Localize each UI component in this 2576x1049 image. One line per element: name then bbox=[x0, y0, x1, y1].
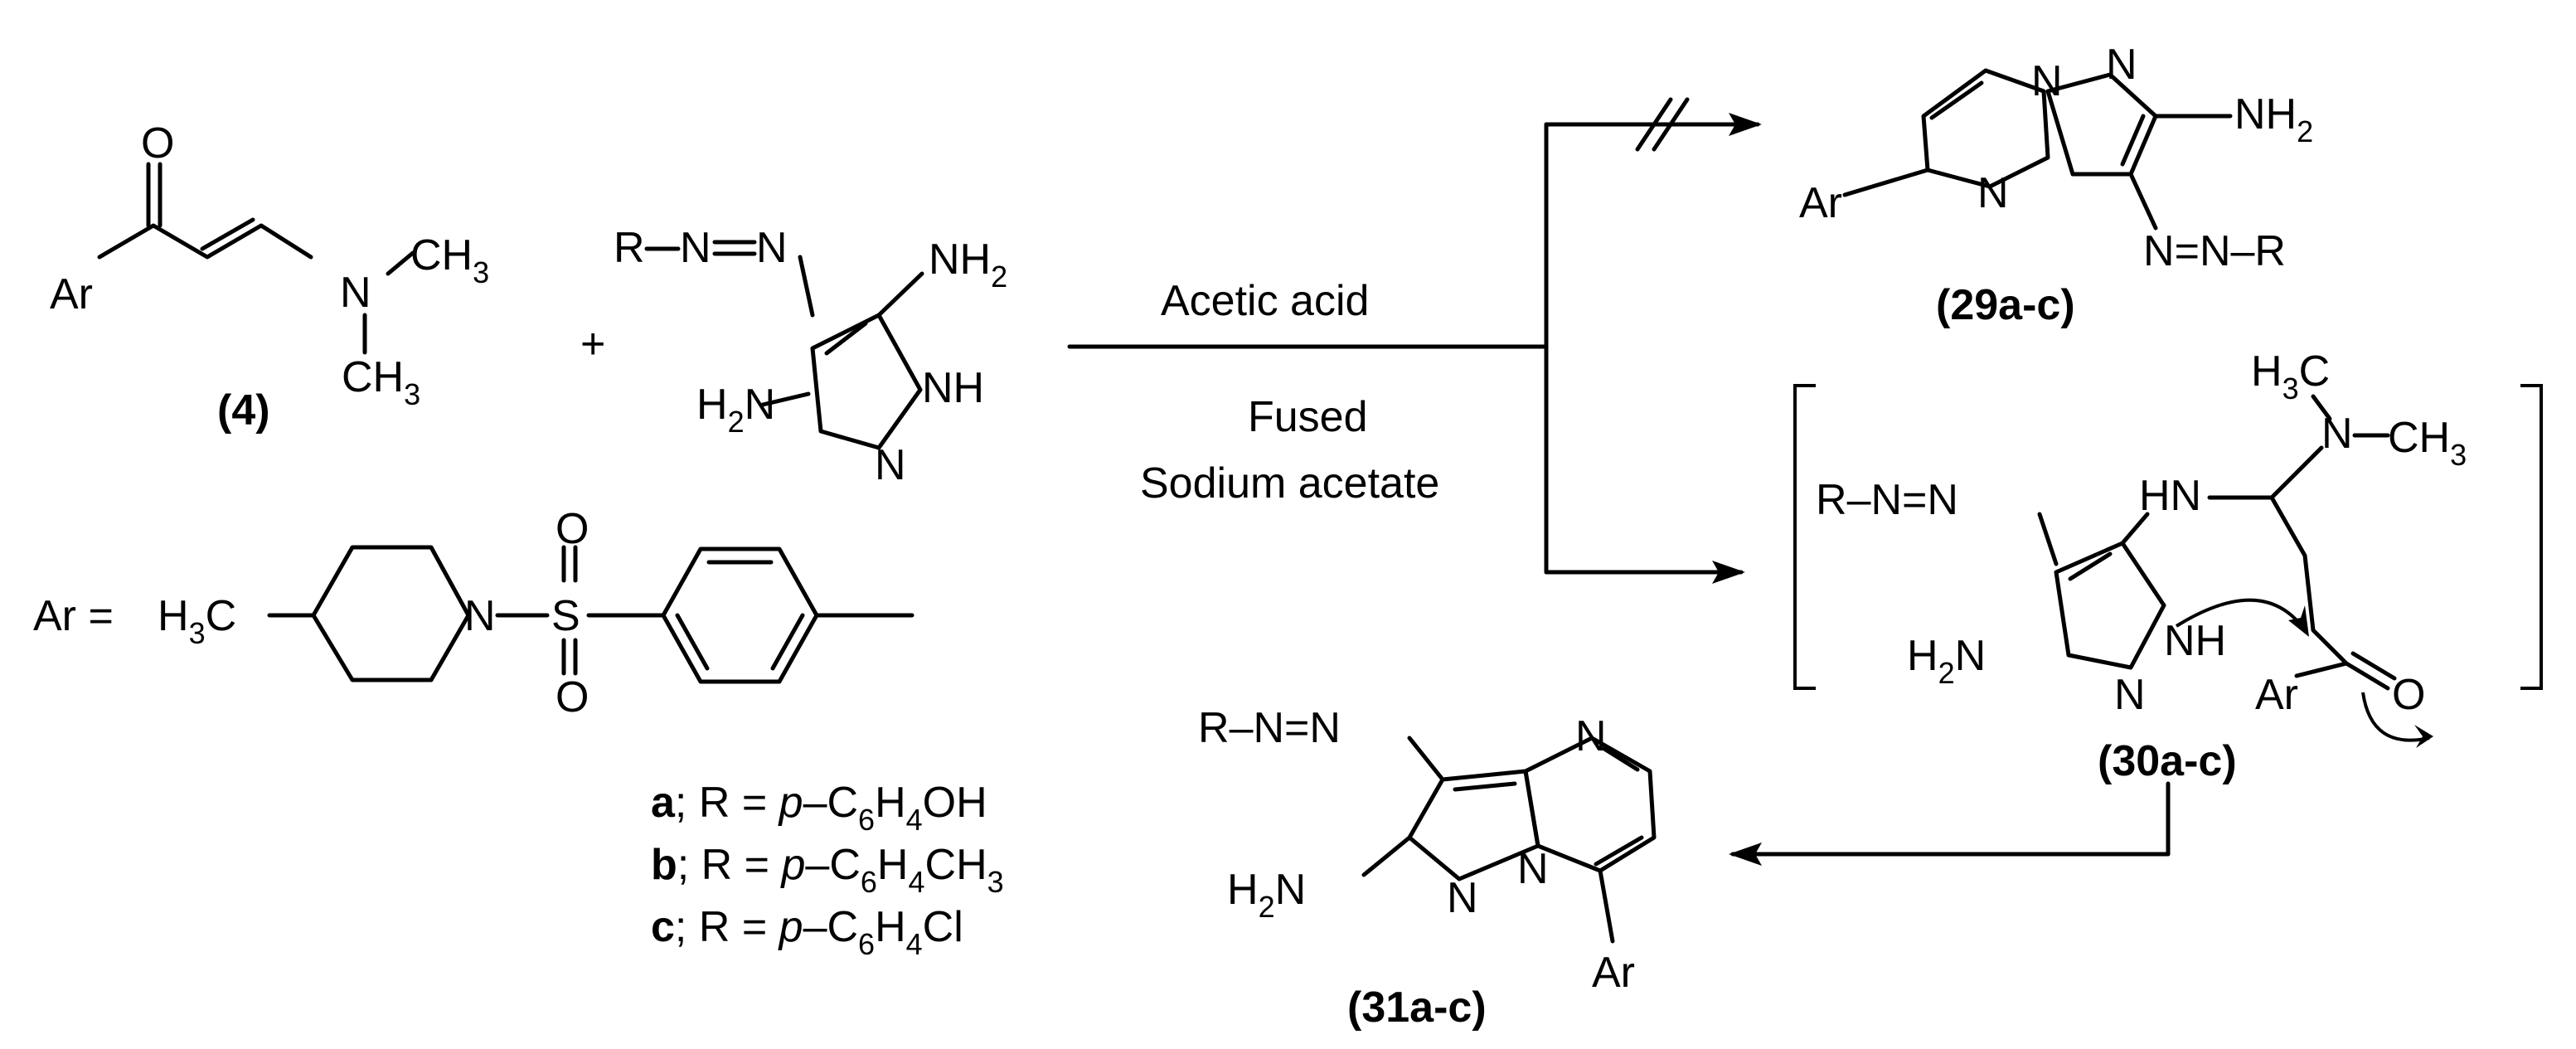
product-29-ring-n2: N bbox=[2106, 41, 2137, 89]
intermediate-30-methyl-top: H3C bbox=[2251, 347, 2330, 406]
r-definition-b: b; R = p–C6H4CH3 bbox=[651, 841, 1004, 899]
compound-30-label: (30a-c) bbox=[2098, 737, 2237, 785]
reaction-arrows bbox=[1067, 97, 2171, 866]
product-29-ring-n3: N bbox=[1977, 169, 2009, 217]
sulfonyl-sulfur: S bbox=[551, 592, 580, 640]
intermediate-30: R–N=N HN N H3C CH3 H2N NH N Ar O (30a-c) bbox=[1793, 347, 2543, 785]
r-definitions: a; R = p–C6H4OH b; R = p–C6H4CH3 c; R = … bbox=[651, 779, 1004, 961]
azo-r-group: R bbox=[614, 224, 645, 272]
intermediate-30-methyl-right: CH3 bbox=[2388, 414, 2467, 472]
product-29-ar: Ar bbox=[1799, 179, 1842, 227]
condition-reagent-line1: Fused bbox=[1248, 393, 1368, 441]
product-29: Ar N N N NH2 N=N–R (29a-c) bbox=[1799, 41, 2313, 329]
intermediate-30-nh2: H2N bbox=[1907, 632, 1986, 690]
carbonyl-arrowhead bbox=[2414, 725, 2433, 748]
product-31-ring-n2: N bbox=[1447, 874, 1478, 922]
ar-equals-label: Ar = bbox=[33, 592, 114, 640]
intermediate-30-ring-nh: NH bbox=[2164, 617, 2226, 665]
product-31-ring-n3: N bbox=[1517, 845, 1549, 893]
intermediate-30-ar: Ar bbox=[2255, 671, 2298, 719]
pyrazole-n: N bbox=[875, 441, 906, 489]
intermediate-30-ring-n: N bbox=[2114, 671, 2146, 719]
product-31-azo: R–N=N bbox=[1198, 704, 1341, 752]
intermediate-30-carbonyl-o: O bbox=[2392, 671, 2425, 719]
ar-group: Ar bbox=[50, 270, 93, 318]
methyl-group-lower: CH3 bbox=[342, 353, 420, 411]
methylpiperidine-methyl: H3C bbox=[158, 592, 236, 650]
intermediate-30-azo: R–N=N bbox=[1816, 476, 1958, 524]
blocked-arrowhead bbox=[1729, 113, 1762, 136]
carbonyl-arrow-curve bbox=[2361, 692, 2430, 742]
reaction-conditions: Acetic acid Fused Sodium acetate bbox=[1140, 277, 1439, 508]
product-29-azo: N=N–R bbox=[2143, 227, 2286, 275]
product-29-nh2: NH2 bbox=[2234, 90, 2313, 148]
condition-reagent-line2: Sodium acetate bbox=[1140, 459, 1439, 508]
compound-29-label: (29a-c) bbox=[1936, 281, 2075, 329]
sulfonyl-oxygen-bottom: O bbox=[555, 673, 589, 721]
azo-diaminopyrazole: R N N NH2 H2N NH N bbox=[614, 224, 1007, 489]
piperidine-nitrogen: N bbox=[464, 592, 496, 640]
product-31-nh2: H2N bbox=[1227, 866, 1306, 924]
product-31-ar: Ar bbox=[1592, 949, 1635, 997]
attack-arrowhead bbox=[2288, 605, 2309, 637]
methyl-group-upper: CH3 bbox=[410, 231, 489, 289]
intermediate-arrowhead bbox=[1712, 561, 1745, 584]
product-31: R–N=N H2N N N N Ar (31a-c) bbox=[1198, 704, 1657, 1032]
product-31-ring-n1: N bbox=[1575, 712, 1607, 760]
compound-31-label: (31a-c) bbox=[1347, 983, 1487, 1032]
amino-nh2-top: NH2 bbox=[929, 236, 1007, 294]
cyclization-arrowhead bbox=[1729, 843, 1762, 866]
compound-4-label: (4) bbox=[217, 386, 270, 435]
attack-arrow-curve bbox=[2175, 598, 2307, 632]
r-definition-c: c; R = p–C6H4Cl bbox=[651, 903, 963, 961]
r-definition-a: a; R = p–C6H4OH bbox=[651, 779, 987, 837]
plus-sign: + bbox=[580, 320, 605, 368]
condition-solvent: Acetic acid bbox=[1161, 277, 1369, 325]
amine-nitrogen: N bbox=[340, 269, 371, 317]
azo-n1: N bbox=[680, 224, 711, 272]
pyrazole-nh: NH bbox=[922, 364, 984, 412]
intermediate-30-hn: HN bbox=[2139, 472, 2201, 520]
amino-h2n-left: H2N bbox=[696, 381, 775, 439]
azo-n2: N bbox=[756, 224, 788, 272]
sulfonyl-oxygen-top: O bbox=[555, 505, 589, 553]
product-29-ring-n1: N bbox=[2031, 57, 2063, 105]
enaminone-4: Ar O N CH3 CH3 (4) bbox=[50, 119, 489, 435]
ar-definition: Ar = H3C N S O O bbox=[33, 505, 914, 721]
carbonyl-oxygen: O bbox=[141, 119, 174, 168]
